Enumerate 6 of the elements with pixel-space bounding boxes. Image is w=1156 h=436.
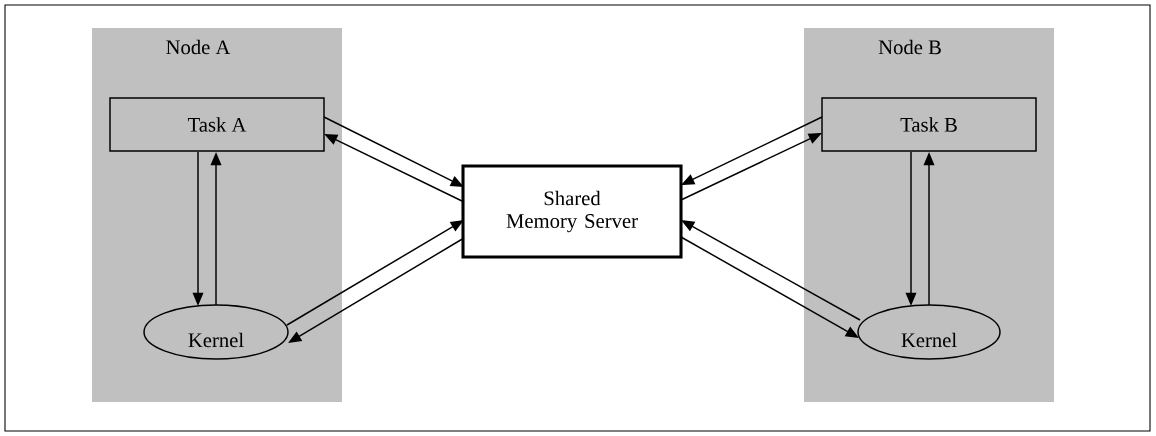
arrow <box>288 237 465 343</box>
arrow <box>286 220 464 326</box>
task-box: Task A <box>109 97 325 152</box>
task-box: Task B <box>821 97 1037 152</box>
server-box: Shared Memory Server <box>461 164 683 259</box>
arrow <box>680 236 859 338</box>
